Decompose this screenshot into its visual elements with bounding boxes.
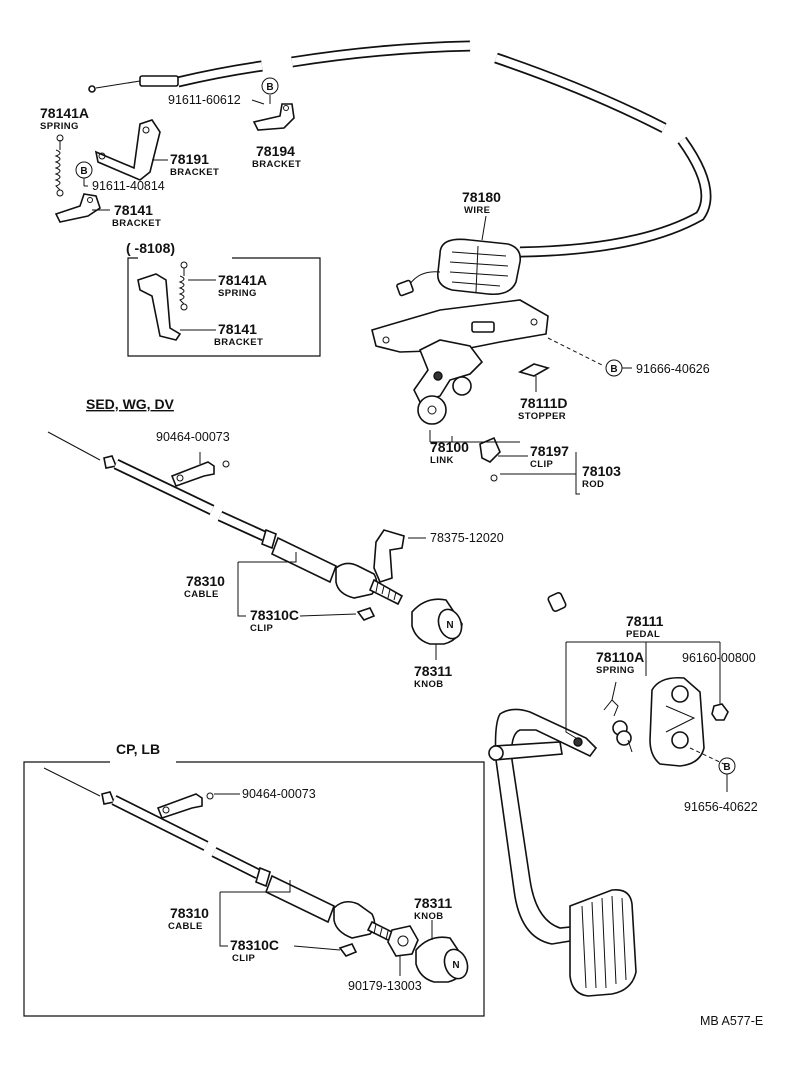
pedal-plate-part: [649, 676, 705, 767]
leader-91666-40626: [547, 337, 605, 367]
bracket-78194-part: [252, 103, 295, 131]
clip-90464-00073-b-part: [156, 792, 214, 819]
label-78310C-b-sub: CLIP: [232, 953, 256, 964]
label-91611-40814: 91611-40814: [92, 179, 165, 193]
clip-78310C-a-part: [356, 607, 376, 621]
label-78100-num: 78100: [430, 439, 469, 455]
accelerator-wire-hose: [88, 40, 712, 258]
bracket-78141-top-part: [54, 193, 101, 223]
label-78141A-top-sub: SPRING: [40, 121, 79, 132]
label-78180-sub: WIRE: [464, 205, 490, 216]
section-sed-wg-dv: SED, WG, DV: [86, 396, 175, 412]
label-78141-box-sub: BRACKET: [214, 337, 263, 348]
label-78311-a-sub: KNOB: [414, 679, 444, 690]
spring-78141A-top-part: [54, 134, 64, 197]
label-78110A-num: 78110A: [596, 649, 644, 665]
label-78111-sub: PEDAL: [626, 629, 660, 640]
knob-a-letter: N: [446, 620, 453, 631]
knob-b-letter: N: [452, 960, 459, 971]
label-78310-a-num: 78310: [186, 573, 225, 589]
label-78310-b-sub: CABLE: [168, 921, 203, 932]
label-78141A-box-sub: SPRING: [218, 288, 257, 299]
section-cp-lb: CP, LB: [116, 741, 160, 757]
label-78141A-box-num: 78141A: [218, 272, 267, 288]
clip-78197-part: [479, 436, 501, 463]
knob-78311-b-part: N: [415, 936, 469, 983]
label-78310C-a-num: 78310C: [250, 607, 299, 623]
label-96160-00800: 96160-00800: [682, 651, 756, 665]
label-78141-box-num: 78141: [218, 321, 257, 337]
label-91666-40626: 91666-40626: [636, 362, 710, 376]
label-78311-b-sub: KNOB: [414, 911, 444, 922]
label-90464-00073-a: 90464-00073: [156, 430, 230, 444]
callout-b-1: B: [261, 77, 279, 104]
label-78110A-sub: SPRING: [596, 665, 635, 676]
label-78103-sub: ROD: [582, 479, 604, 490]
label-78111D-sub: STOPPER: [518, 411, 566, 422]
label-78311-a-num: 78311: [414, 663, 452, 679]
label-78191-sub: BRACKET: [170, 167, 219, 178]
svg-text:B: B: [80, 166, 87, 177]
label-91611-60612: 91611-60612: [168, 93, 241, 107]
drawing-code: MB A577-E: [700, 1014, 763, 1028]
label-78141-top-sub: BRACKET: [112, 218, 161, 229]
svg-text:( -8108): ( -8108): [126, 240, 175, 256]
clip-90464-00073-a-part: [170, 460, 230, 488]
date-range-inset: ( -8108): [126, 240, 321, 357]
label-78375-12020: 78375-12020: [430, 531, 504, 545]
wire-bellows: [396, 238, 522, 297]
label-91656-40622: 91656-40622: [684, 800, 758, 814]
spring-78110A-part: [603, 699, 633, 753]
label-78141-top-num: 78141: [114, 202, 153, 218]
leader-lines: [92, 99, 721, 976]
svg-text:B: B: [723, 762, 730, 773]
label-78100-sub: LINK: [430, 455, 454, 466]
label-78103-num: 78103: [582, 463, 621, 479]
label-78194-sub: BRACKET: [252, 159, 301, 170]
link-78100-part: [371, 299, 549, 425]
label-78310C-a-sub: CLIP: [250, 623, 274, 634]
label-78180-num: 78180: [462, 189, 501, 205]
pedal-78111-part: [488, 708, 637, 997]
label-78111D-num: 78111D: [520, 395, 568, 411]
nut-96160-00800-part: [711, 703, 729, 721]
callout-b-3: B: [605, 359, 632, 377]
bracket-78191-part: [94, 119, 161, 181]
label-78111-num: 78111: [626, 613, 664, 629]
bracket-78375-12020-part: [373, 529, 405, 583]
label-78311-b-num: 78311: [414, 895, 452, 911]
svg-text:B: B: [266, 82, 273, 93]
clip-78310C-b-part: [338, 943, 358, 957]
svg-text:B: B: [610, 364, 617, 375]
rod-78103-part: [490, 474, 567, 613]
callout-b-4: B: [718, 757, 736, 792]
label-78197-num: 78197: [530, 443, 569, 459]
label-78194-num: 78194: [256, 143, 295, 159]
label-90464-00073-b: 90464-00073: [242, 787, 316, 801]
knob-78311-a-part: N: [411, 598, 463, 645]
label-78197-sub: CLIP: [530, 459, 554, 470]
label-78141A-top-num: 78141A: [40, 105, 89, 121]
label-78310-b-num: 78310: [170, 905, 209, 921]
hand-throttle-cable-a: [47, 431, 404, 606]
label-90179-13003: 90179-13003: [348, 979, 422, 993]
nut-90179-13003-part: [387, 925, 419, 957]
label-78310C-b-num: 78310C: [230, 937, 279, 953]
label-78191-num: 78191: [170, 151, 209, 167]
stopper-78111D-part: [517, 363, 551, 377]
callout-b-2: B: [75, 161, 93, 187]
leader-91656-40622: [689, 747, 725, 765]
label-78310-a-sub: CABLE: [184, 589, 219, 600]
